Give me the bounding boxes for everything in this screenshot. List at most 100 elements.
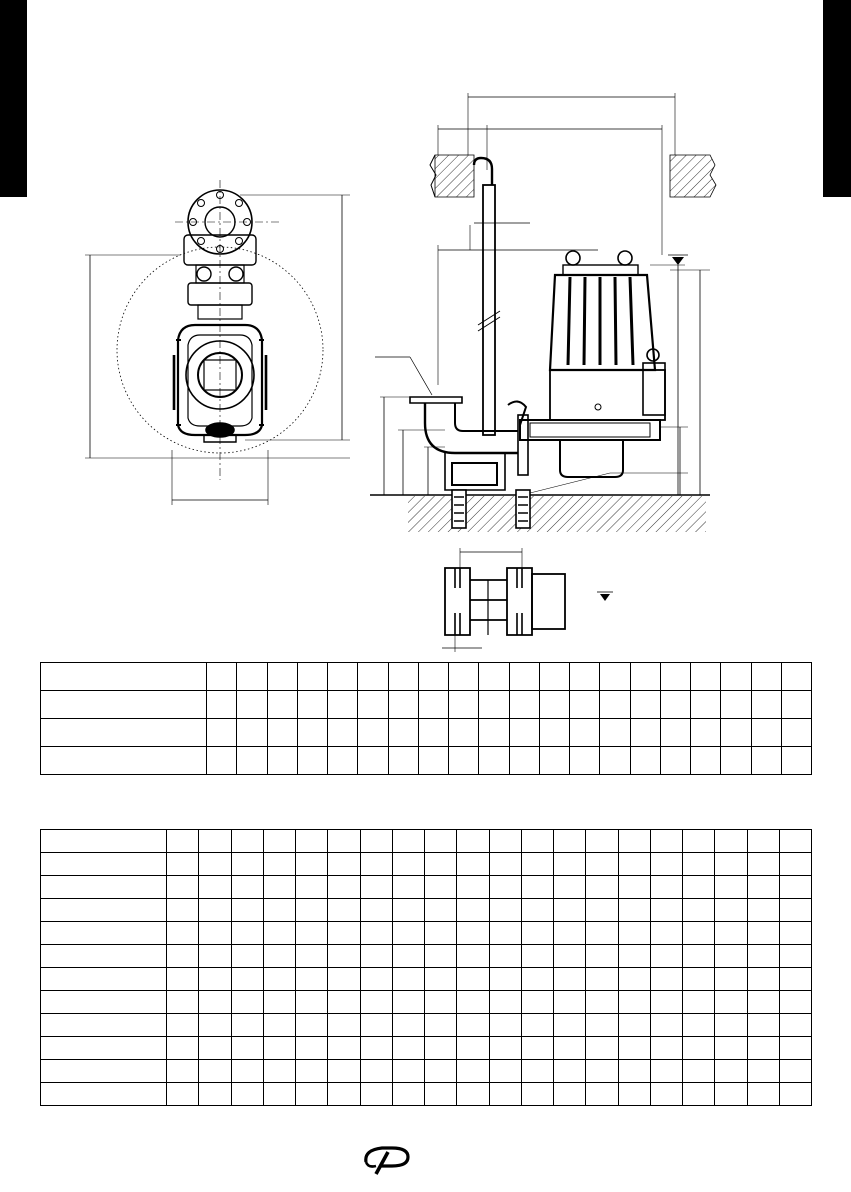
value-cell — [391, 967, 426, 991]
value-cell — [714, 898, 748, 922]
value-cell — [165, 1082, 200, 1106]
value-cell — [681, 967, 716, 991]
value-cell — [714, 875, 748, 899]
value-cell — [599, 690, 631, 719]
value-cell — [423, 1036, 458, 1060]
value-cell — [262, 990, 297, 1014]
value-cell — [165, 1036, 200, 1060]
value-cell — [294, 1036, 329, 1060]
pedrollo-p-logo — [364, 1146, 410, 1175]
value-cell — [391, 852, 426, 876]
value-cell — [359, 1013, 393, 1037]
value-cell — [359, 990, 393, 1014]
value-cell — [423, 967, 458, 991]
value-cell — [456, 829, 490, 853]
value-cell — [750, 690, 782, 719]
value-cell — [488, 1036, 522, 1060]
value-cell — [538, 662, 571, 691]
value-cell — [778, 1059, 813, 1083]
value-cell — [205, 718, 238, 747]
value-cell — [198, 990, 232, 1014]
value-cell — [359, 944, 393, 968]
value-cell — [585, 1059, 619, 1083]
value-cell — [714, 829, 748, 853]
value-cell — [165, 875, 200, 899]
value-cell — [778, 921, 813, 945]
value-cell — [488, 898, 522, 922]
value-cell — [327, 1059, 361, 1083]
value-cell — [681, 1059, 716, 1083]
value-cell — [488, 944, 522, 968]
value-cell — [266, 718, 298, 747]
value-cell — [198, 1036, 232, 1060]
value-cell — [520, 944, 555, 968]
value-cell — [617, 921, 651, 945]
value-cell — [294, 921, 329, 945]
value-cell — [165, 1013, 200, 1037]
value-cell — [585, 1036, 619, 1060]
value-cell — [585, 944, 619, 968]
row-label-cell — [40, 662, 207, 691]
value-cell — [778, 875, 813, 899]
value-cell — [585, 1013, 619, 1037]
dimensions-row — [40, 746, 813, 775]
value-cell — [681, 921, 716, 945]
value-cell — [617, 1059, 651, 1083]
value-cell — [327, 829, 361, 853]
value-cell — [552, 898, 587, 922]
value-cell — [327, 944, 361, 968]
value-cell — [681, 829, 716, 853]
value-cell — [681, 944, 716, 968]
value-cell — [456, 852, 490, 876]
value-cell — [391, 1036, 426, 1060]
value-cell — [165, 898, 200, 922]
value-cell — [720, 662, 752, 691]
pump-base-plan-drawing — [442, 548, 613, 652]
value-cell — [327, 852, 361, 876]
value-cell — [508, 746, 540, 775]
value-cell — [326, 718, 359, 747]
value-cell — [447, 746, 480, 775]
value-cell — [165, 967, 200, 991]
value-cell — [294, 898, 329, 922]
right-page-tab — [823, 0, 851, 197]
value-cell — [456, 1059, 490, 1083]
value-cell — [714, 852, 748, 876]
value-cell — [649, 990, 684, 1014]
value-cell — [488, 990, 522, 1014]
value-cell — [585, 898, 619, 922]
value-cell — [508, 662, 540, 691]
value-cell — [294, 990, 329, 1014]
value-cell — [391, 875, 426, 899]
value-cell — [778, 1036, 813, 1060]
value-cell — [552, 1059, 587, 1083]
value-cell — [649, 1036, 684, 1060]
value-cell — [294, 829, 329, 853]
value-cell — [327, 967, 361, 991]
value-cell — [236, 690, 268, 719]
value-cell — [746, 944, 780, 968]
value-cell — [230, 1082, 264, 1106]
value-cell — [266, 690, 298, 719]
value-cell — [423, 852, 458, 876]
value-cell — [750, 746, 782, 775]
value-cell — [423, 898, 458, 922]
value-cell — [681, 875, 716, 899]
value-cell — [689, 662, 722, 691]
value-cell — [423, 1059, 458, 1083]
value-cell — [198, 921, 232, 945]
value-cell — [617, 875, 651, 899]
value-cell — [423, 990, 458, 1014]
value-cell — [714, 944, 748, 968]
value-cell — [520, 1059, 555, 1083]
value-cell — [387, 662, 419, 691]
value-cell — [746, 1013, 780, 1037]
value-cell — [236, 746, 268, 775]
value-cell — [520, 1036, 555, 1060]
value-cell — [326, 690, 359, 719]
value-cell — [778, 944, 813, 968]
value-cell — [780, 690, 813, 719]
value-cell — [746, 1082, 780, 1106]
value-cell — [198, 875, 232, 899]
value-cell — [327, 1082, 361, 1106]
